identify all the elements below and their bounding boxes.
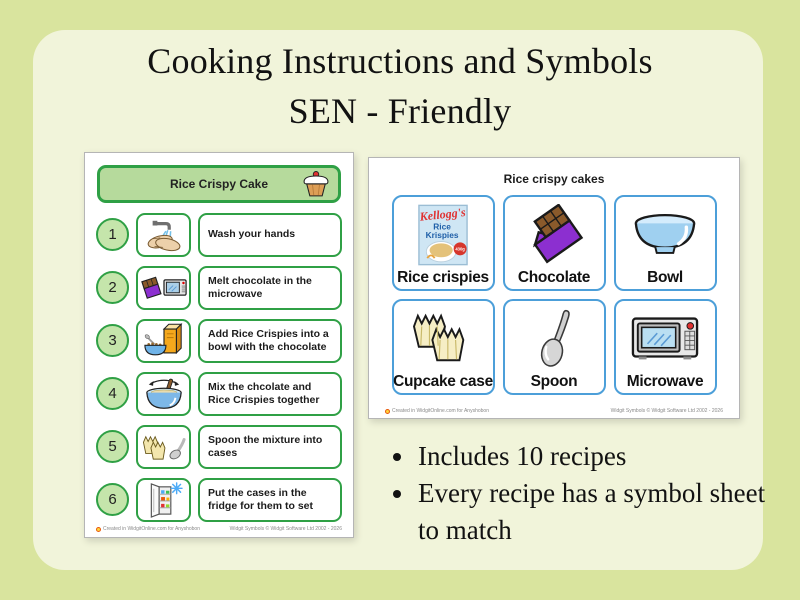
- step-number: 2: [96, 271, 129, 304]
- footer-copyright-text: Widgit Symbols © Widgit Software Ltd 200…: [610, 408, 723, 414]
- cereal-box-bowl-icon: [143, 323, 182, 356]
- rice-krispies-box-icon: Kellogg's Rice Krispies 430g: [418, 204, 468, 266]
- step-number: 5: [96, 430, 129, 463]
- step-number: 6: [96, 483, 129, 516]
- step-text: Put the cases in the fridge for them to …: [198, 477, 342, 522]
- symbol-card-grid: Kellogg's Rice Krispies 430g Rice crispi…: [384, 195, 724, 395]
- step-row-4: 4 Mix the chcolate and Rice Crispies tog…: [96, 371, 342, 416]
- step-text: Add Rice Crispies into a bowl with the c…: [198, 318, 342, 363]
- step-text: Spoon the mixture into cases: [198, 424, 342, 469]
- symbol-card-chocolate: Chocolate: [502, 195, 606, 291]
- cupcake-icon: [303, 171, 329, 197]
- step-icon-box: [136, 477, 191, 522]
- mixing-bowl-icon: [145, 378, 182, 409]
- page-title-line1: Cooking Instructions and Symbols: [147, 41, 653, 81]
- chocolate-microwave-icon: [140, 276, 187, 299]
- step-row-6: 6: [96, 477, 342, 522]
- bowl-icon: [634, 213, 696, 254]
- cupcake-case-icon: [412, 313, 465, 362]
- symbol-card-rice-crispies: Kellogg's Rice Krispies 430g Rice crispi…: [391, 195, 495, 291]
- step-number: 1: [96, 218, 129, 251]
- step-icon-box: [136, 212, 191, 257]
- svg-text:Rice: Rice: [433, 221, 451, 231]
- step-icon-box: [136, 424, 191, 469]
- recipe-sheet-preview: Rice Crispy Cake 1: [84, 152, 354, 538]
- symbol-card-microwave: Microwave: [613, 299, 717, 395]
- feature-bullet-list: Includes 10 recipes Every recipe has a s…: [388, 438, 774, 549]
- footer-copyright-text: Widgit Symbols © Widgit Software Ltd 200…: [229, 526, 342, 532]
- symbol-label: Cupcake case: [393, 373, 493, 390]
- chocolate-bar-icon: [532, 204, 584, 264]
- svg-text:Krispies: Krispies: [426, 230, 459, 240]
- symbol-label: Spoon: [530, 373, 578, 390]
- footer-created-text: Created in WidgitOnline.com for Anyshobo…: [103, 526, 200, 532]
- step-icon-box: [136, 265, 191, 310]
- symbol-sheet-preview: Rice crispy cakes Kellogg's Rice Krispie…: [368, 157, 740, 419]
- step-row-2: 2 Melt chocolate in the microwave: [96, 265, 342, 310]
- microwave-icon: [631, 317, 699, 360]
- symbol-sheet-footer: Created in WidgitOnline.com for Anyshobo…: [384, 406, 724, 415]
- symbol-label: Microwave: [626, 373, 704, 390]
- symbol-label: Rice crispies: [397, 269, 489, 286]
- step-text: Wash your hands: [198, 212, 342, 257]
- footer-created-text: Created in WidgitOnline.com for Anyshobo…: [392, 408, 489, 414]
- svg-text:Kellogg's: Kellogg's: [418, 205, 467, 224]
- recipe-header: Rice Crispy Cake: [97, 165, 341, 203]
- symbol-label: Bowl: [647, 269, 683, 286]
- step-row-5: 5 Spoon the mixture into cases: [96, 424, 342, 469]
- svg-text:430g: 430g: [455, 247, 465, 252]
- cupcake-cases-spoon-icon: [142, 435, 186, 460]
- symbol-sheet-title: Rice crispy cakes: [503, 172, 605, 186]
- recipe-sheet-footer: Created in WidgitOnline.com for Anyshobo…: [95, 524, 343, 533]
- step-number: 4: [96, 377, 129, 410]
- page-title-line2: SEN - Friendly: [288, 91, 512, 131]
- step-text: Mix the chcolate and Rice Crispies toget…: [198, 371, 342, 416]
- widgit-online-logo-icon: [385, 408, 390, 414]
- step-icon-box: [136, 371, 191, 416]
- step-icon-box: [136, 318, 191, 363]
- step-list: 1 Wash your hands 2: [96, 212, 342, 522]
- fridge-icon: [150, 482, 183, 518]
- recipe-title: Rice Crispy Cake: [169, 177, 269, 191]
- spoon-icon: [540, 309, 570, 367]
- bullet-item: Includes 10 recipes: [416, 438, 774, 475]
- wash-hands-icon: [147, 220, 180, 251]
- page-title: Cooking Instructions and Symbols SEN - F…: [0, 36, 800, 136]
- step-row-1: 1 Wash your hands: [96, 212, 342, 257]
- symbol-card-cupcake-case: Cupcake case: [391, 299, 495, 395]
- step-text: Melt chocolate in the microwave: [198, 265, 342, 310]
- widgit-online-logo-icon: [96, 526, 101, 532]
- step-number: 3: [96, 324, 129, 357]
- symbol-label: Chocolate: [517, 269, 591, 286]
- symbol-card-spoon: Spoon: [502, 299, 606, 395]
- symbol-card-bowl: Bowl: [613, 195, 717, 291]
- bullet-item: Every recipe has a symbol sheet to match: [416, 475, 774, 549]
- step-row-3: 3 Add Rice Crispies into a bowl with the…: [96, 318, 342, 363]
